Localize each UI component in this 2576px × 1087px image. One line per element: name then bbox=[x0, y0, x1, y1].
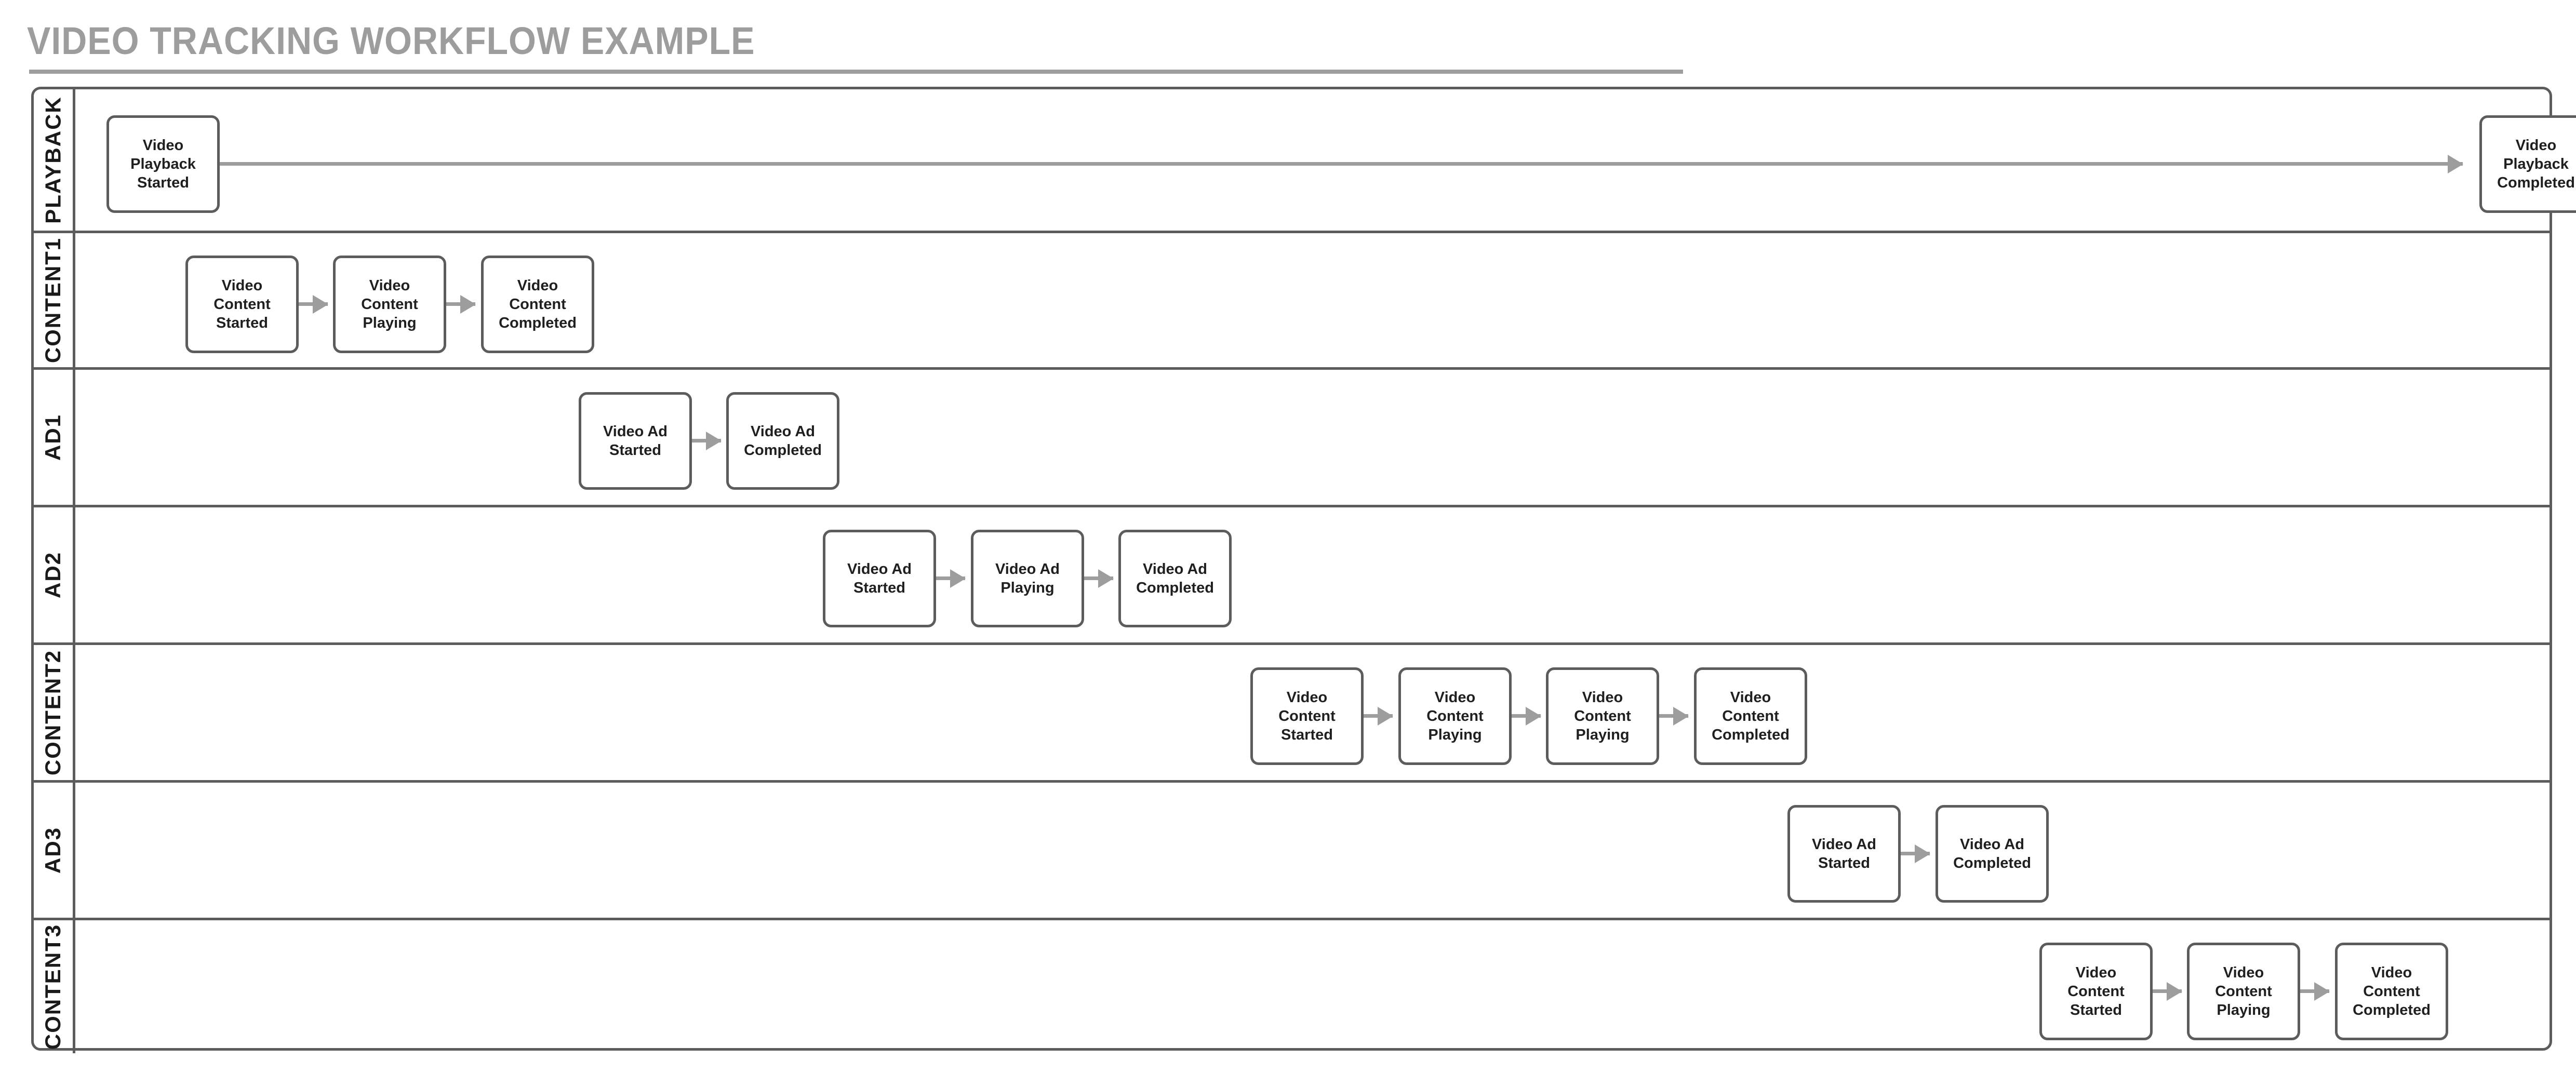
flow-arrow bbox=[2153, 989, 2182, 993]
flow-arrow bbox=[299, 302, 328, 306]
lane-label-cell-content2: CONTENT2 bbox=[34, 645, 75, 780]
lane-body-ad1: Video Ad Started Video Ad Completed bbox=[75, 370, 2550, 505]
lane-label-text: CONTENT3 bbox=[41, 923, 65, 1050]
workflow-node[interactable]: Video Content Started bbox=[185, 256, 299, 353]
workflow-node[interactable]: Video Content Playing bbox=[1398, 667, 1512, 765]
lane-label-cell-content1: CONTENT1 bbox=[34, 233, 75, 367]
lane-label-text: AD1 bbox=[41, 413, 65, 461]
workflow-node[interactable]: Video Content Completed bbox=[1694, 667, 1807, 765]
workflow-node[interactable]: Video Ad Started bbox=[579, 392, 692, 490]
workflow-node[interactable]: Video Ad Completed bbox=[726, 392, 839, 490]
lane-label-text: CONTENT2 bbox=[41, 649, 65, 776]
workflow-node[interactable]: Video Ad Started bbox=[823, 530, 936, 627]
flow-arrow bbox=[1084, 576, 1113, 580]
lane-label-text: AD2 bbox=[41, 551, 65, 599]
flow-arrow bbox=[936, 576, 965, 580]
flow-arrow bbox=[2300, 989, 2329, 993]
lane-body-ad3: Video Ad Started Video Ad Completed bbox=[75, 783, 2550, 918]
flow-arrow bbox=[692, 439, 721, 442]
flow-arrow bbox=[220, 162, 2463, 166]
lane-body-playback: Video Playback Started Video Playback Com… bbox=[75, 89, 2576, 231]
lane-label-text: CONTENT1 bbox=[41, 237, 65, 364]
flow-arrow bbox=[446, 302, 475, 306]
lane-label-cell-content3: CONTENT3 bbox=[34, 920, 75, 1053]
lane-label-cell-ad1: AD1 bbox=[34, 370, 75, 505]
workflow-node[interactable]: Video Ad Completed bbox=[1118, 530, 1232, 627]
flow-arrow bbox=[1659, 714, 1688, 718]
title-divider bbox=[29, 70, 1683, 74]
workflow-node[interactable]: Video Content Completed bbox=[2335, 943, 2448, 1040]
workflow-node[interactable]: Video Content Completed bbox=[481, 256, 594, 353]
page-title: VIDEO TRACKING WORKFLOW EXAMPLE bbox=[27, 19, 755, 62]
workflow-node[interactable]: Video Playback Completed bbox=[2479, 115, 2576, 213]
lane-label-cell-ad3: AD3 bbox=[34, 783, 75, 918]
workflow-node[interactable]: Video Content Started bbox=[2039, 943, 2153, 1040]
workflow-node[interactable]: Video Content Playing bbox=[2187, 943, 2300, 1040]
workflow-node[interactable]: Video Content Playing bbox=[1546, 667, 1659, 765]
lane-label-text: AD3 bbox=[41, 826, 65, 874]
workflow-node[interactable]: Video Ad Playing bbox=[971, 530, 1084, 627]
workflow-node[interactable]: Video Playback Started bbox=[106, 115, 220, 213]
lane-label-text: PLAYBACK bbox=[41, 96, 65, 224]
flow-arrow bbox=[1901, 852, 1930, 855]
swimlane-ad1: AD1 Video Ad Started Video Ad Completed bbox=[34, 367, 2550, 505]
lane-body-content1: Video Content Started Video Content Playi… bbox=[75, 233, 2550, 367]
workflow-node[interactable]: Video Content Playing bbox=[333, 256, 446, 353]
flow-arrow bbox=[1364, 714, 1393, 718]
swimlane-ad3: AD3 Video Ad Started Video Ad Completed bbox=[34, 780, 2550, 918]
lane-label-cell-ad2: AD2 bbox=[34, 507, 75, 642]
workflow-node[interactable]: Video Ad Completed bbox=[1936, 805, 2049, 903]
lane-body-content2: Video Content Started Video Content Playi… bbox=[75, 645, 2550, 780]
flow-arrow bbox=[1512, 714, 1541, 718]
workflow-node[interactable]: Video Ad Started bbox=[1787, 805, 1901, 903]
lane-label-cell-playback: PLAYBACK bbox=[34, 89, 75, 231]
lane-body-content3: Video Content Started Video Content Playi… bbox=[75, 920, 2550, 1053]
lane-body-ad2: Video Ad Started Video Ad Playing Video Ad… bbox=[75, 507, 2550, 642]
workflow-node[interactable]: Video Content Started bbox=[1250, 667, 1364, 765]
